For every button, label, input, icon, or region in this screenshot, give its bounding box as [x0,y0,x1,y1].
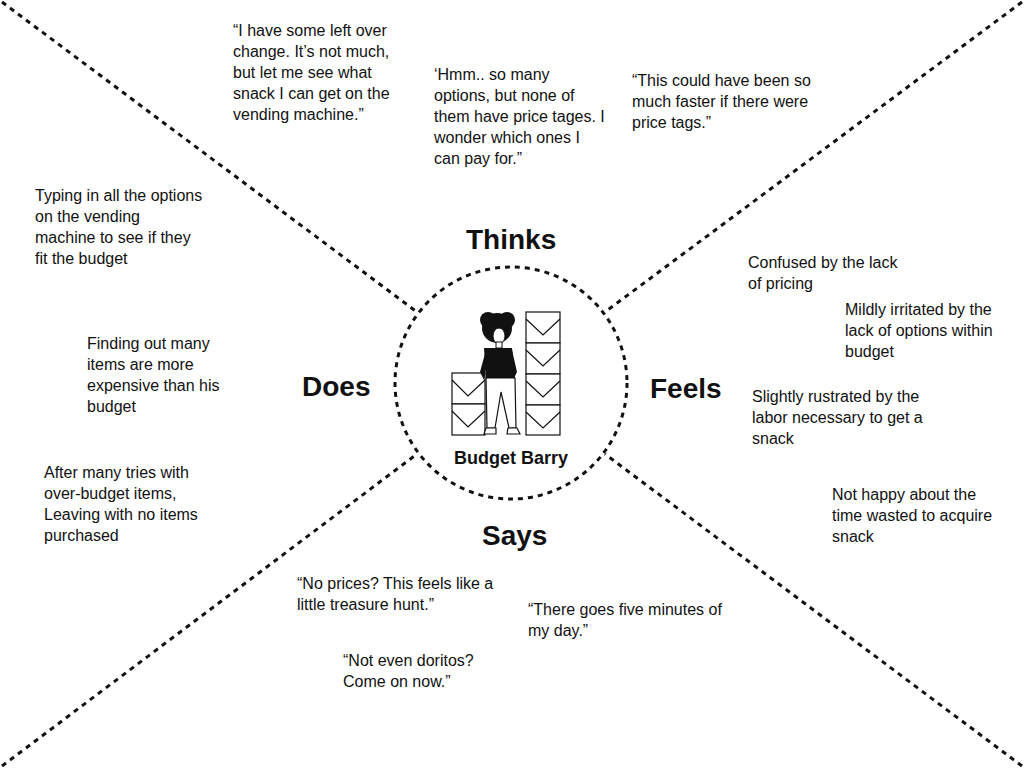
persona-name: Budget Barry [393,447,629,469]
thought-note: “I have some left over change. It’s not … [233,20,405,125]
quadrant-heading: Feels [650,372,722,406]
quadrant-heading: Says [482,519,547,553]
quadrant-heading: Thinks [466,223,556,257]
feeling-note: Confused by the lack of pricing [748,252,898,294]
feeling-note: Mildly irritated by the lack of options … [845,299,1010,362]
person [480,312,520,434]
divider-line [605,2,1022,312]
action-note: After many tries with over-budget items,… [44,462,214,546]
divider-line [2,2,417,312]
box [526,312,560,343]
box [526,343,560,374]
speech-note: “There goes five minutes of my day.” [528,599,733,641]
feeling-note: Slightly rustrated by the labor necessar… [752,386,927,449]
thought-note: “This could have been so much faster if … [632,70,822,133]
feeling-note: Not happy about the time wasted to acqui… [832,484,1008,547]
box [452,373,485,404]
speech-note: “No prices? This feels like a little tre… [297,573,512,615]
box [526,405,560,435]
speech-note: “Not even doritos? Come on now.” [343,650,503,692]
action-note: Finding out many items are more expensiv… [87,333,247,417]
thought-note: ‘Hmm.. so many options, but none of them… [434,64,606,169]
box [452,404,485,435]
box [526,374,560,405]
action-note: Typing in all the options on the vending… [35,185,203,269]
quadrant-heading: Does [302,370,370,404]
persona-circle: Budget Barry [393,265,629,501]
